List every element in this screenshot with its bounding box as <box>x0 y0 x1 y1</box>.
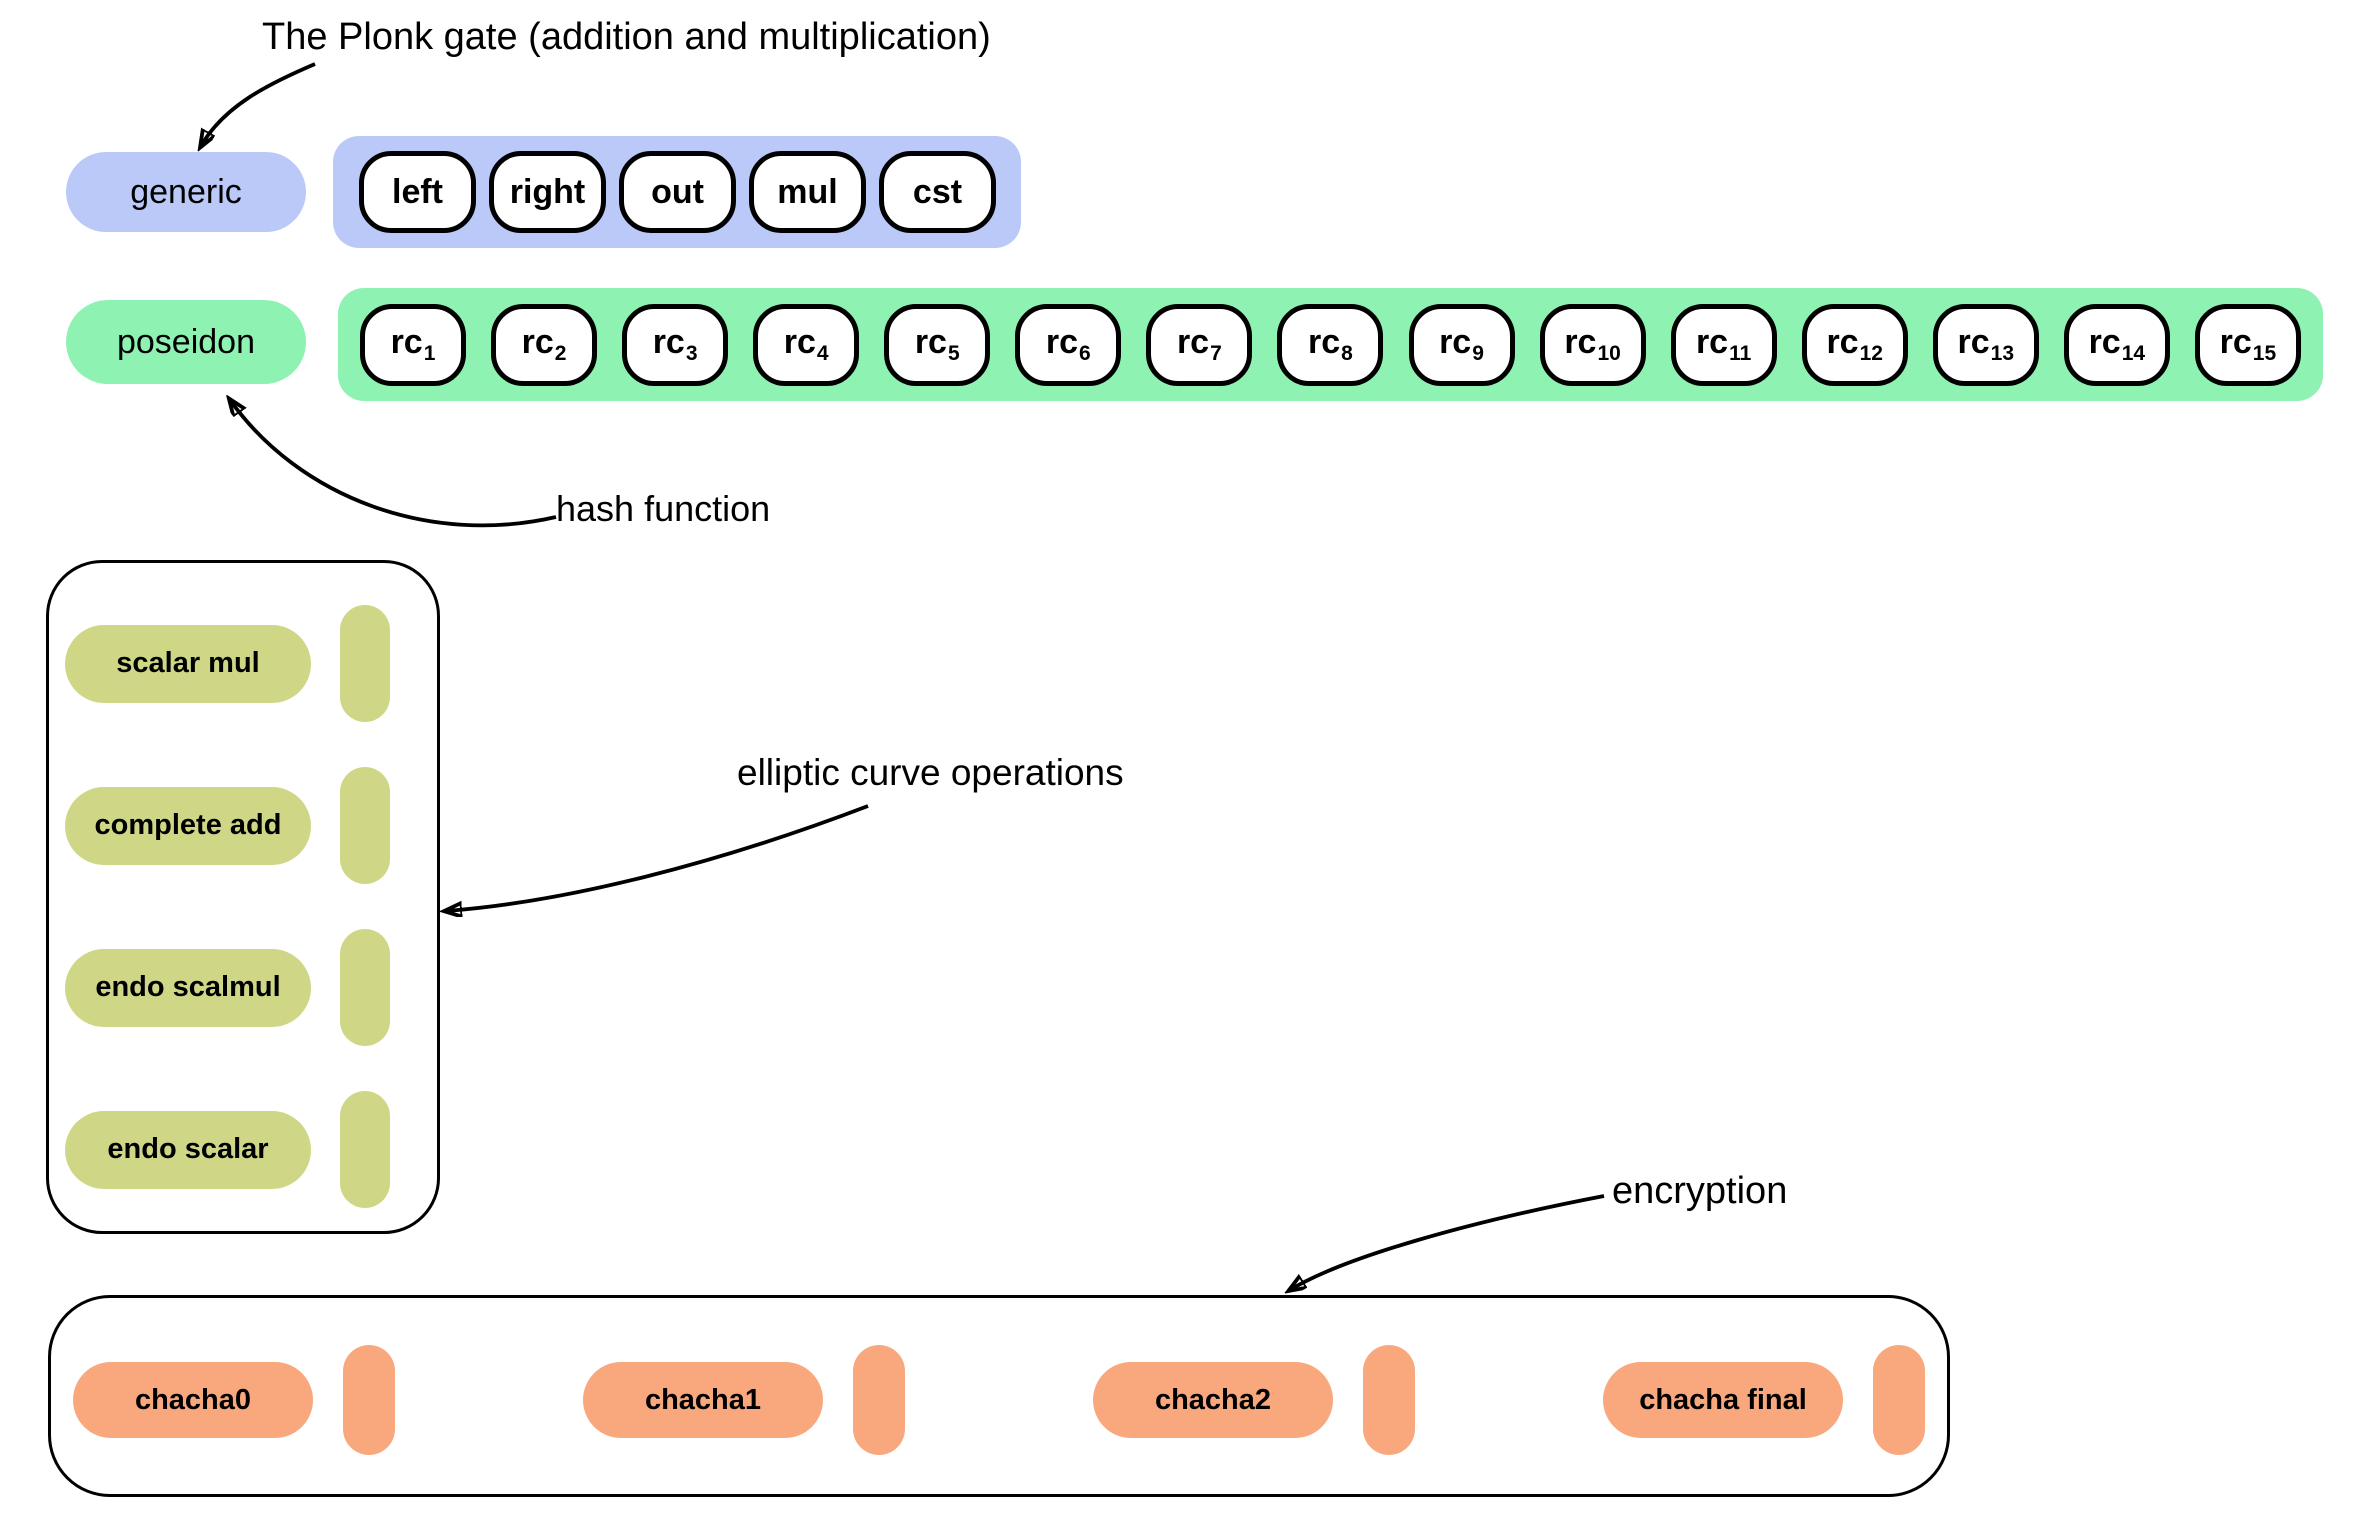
ec-gate-pill-row: endo scalmul <box>65 929 437 1046</box>
generic-cell: mul <box>749 151 866 233</box>
plonk-gate-annotation: The Plonk gate (addition and multiplicat… <box>262 16 991 58</box>
hash-function-annotation: hash function <box>556 488 771 529</box>
cell-subscript: 4 <box>816 342 829 365</box>
cell-subscript: 9 <box>1472 342 1484 365</box>
poseidon-cell: rc3 <box>622 303 729 386</box>
elliptic-curve-box: scalar mul complete add endo scalmul endo s… <box>46 560 440 1234</box>
ec-gate-pill: endo scalar <box>65 1110 311 1189</box>
generic-cell: cst <box>879 151 996 233</box>
cell-text: rc1 <box>390 323 436 365</box>
elliptic-curve-rows: scalar mul complete add endo scalmul endo s… <box>49 563 437 1208</box>
cell-text: rc9 <box>1439 323 1484 365</box>
cell-subscript: 2 <box>554 342 567 365</box>
ec-coeff-pill <box>340 1091 390 1208</box>
poseidon-cell: rc12 <box>1801 303 1908 386</box>
ec-coeff-pill <box>340 767 390 884</box>
chacha-coeff-pill <box>853 1345 905 1455</box>
arrow-to-elliptic-box <box>446 804 869 911</box>
cell-subscript: 12 <box>1859 342 1883 365</box>
generic-cell: left <box>359 151 476 233</box>
encryption-annotation: encryption <box>1612 1170 1788 1212</box>
cell-subscript: 6 <box>1079 342 1091 365</box>
ec-gate-pill-row: complete add <box>65 767 437 884</box>
cell-text: rc7 <box>1176 323 1222 365</box>
chacha-coeff-pill <box>1873 1345 1925 1455</box>
cell-text: rc5 <box>914 323 960 365</box>
cell-text: rc4 <box>783 323 829 365</box>
generic-row-label-pill: generic <box>66 152 306 232</box>
poseidon-cell: rc15 <box>2194 303 2301 386</box>
cell-text: rc15 <box>2219 323 2277 365</box>
poseidon-cell: rc11 <box>1670 303 1777 386</box>
poseidon-cell: rc10 <box>1539 303 1646 386</box>
cell-text: rc10 <box>1564 323 1621 365</box>
chacha-coeff-pill <box>1363 1345 1415 1455</box>
poseidon-cell: rc7 <box>1146 303 1253 386</box>
cell-text: left <box>392 172 443 211</box>
arrow-to-generic <box>201 62 316 146</box>
cell-text: rc11 <box>1695 323 1752 365</box>
cell-text: rc2 <box>521 323 567 365</box>
chacha-box: chacha0 chacha1 chacha2 chacha final <box>48 1295 1950 1497</box>
cell-text: rc6 <box>1045 323 1091 365</box>
cell-subscript: 5 <box>947 342 960 365</box>
elliptic-curve-annotation: elliptic curve operations <box>737 752 1124 793</box>
poseidon-row-tray: rc1 rc2 rc3 rc4 rc5 rc6 rc7 rc8 rc9 rc10 rc11 rc12 r… <box>338 288 2323 401</box>
cell-text: rc3 <box>652 323 698 365</box>
cell-subscript: 11 <box>1729 342 1752 365</box>
poseidon-cell: rc5 <box>884 303 991 386</box>
poseidon-cell: rc2 <box>491 303 598 386</box>
cell-subscript: 7 <box>1210 342 1222 365</box>
cell-text: rc14 <box>2088 323 2146 365</box>
cell-subscript: 15 <box>2252 342 2277 365</box>
generic-cell: right <box>489 151 606 233</box>
cell-text: rc13 <box>1957 323 2015 365</box>
poseidon-cell: rc4 <box>753 303 860 386</box>
generic-cell: out <box>619 151 736 233</box>
chacha-gate-pill: chacha1 <box>583 1362 823 1438</box>
cell-text: cst <box>912 172 963 211</box>
cell-subscript: 1 <box>423 342 436 365</box>
chacha-coeff-pill <box>343 1345 395 1455</box>
chacha-gate-pill-row: chacha2 <box>1093 1345 1415 1455</box>
cell-subscript: 10 <box>1597 342 1621 365</box>
ec-gate-pill: complete add <box>65 786 311 865</box>
cell-subscript: 14 <box>2121 342 2146 365</box>
ec-gate-pill-row: scalar mul <box>65 605 437 722</box>
cell-text: rc8 <box>1308 323 1353 365</box>
ec-gate-pill: endo scalmul <box>65 948 311 1027</box>
poseidon-row-label-pill: poseidon <box>66 300 306 384</box>
cell-subscript: 3 <box>685 342 698 365</box>
arrow-to-poseidon <box>230 400 557 528</box>
cell-text: rc12 <box>1826 323 1883 365</box>
cell-text: mul <box>777 172 838 211</box>
ec-coeff-pill <box>340 605 390 722</box>
poseidon-cell: rc8 <box>1277 303 1384 386</box>
cell-subscript: 8 <box>1341 342 1353 365</box>
poseidon-cell: rc6 <box>1015 303 1122 386</box>
chacha-gate-pill: chacha0 <box>73 1362 313 1438</box>
chacha-gate-pill: chacha final <box>1603 1362 1843 1438</box>
cell-text: right <box>509 172 586 211</box>
poseidon-cell: rc14 <box>2063 303 2170 386</box>
poseidon-cell: rc1 <box>360 303 466 386</box>
arrow-to-chacha-box <box>1290 1194 1605 1290</box>
chacha-groups: chacha0 chacha1 chacha2 chacha final <box>51 1298 1947 1494</box>
chacha-gate-pill-row: chacha0 <box>73 1345 395 1455</box>
chacha-gate-pill-row: chacha1 <box>583 1345 905 1455</box>
ec-gate-pill: scalar mul <box>65 624 311 703</box>
poseidon-cell: rc13 <box>1932 303 2039 386</box>
generic-row-tray: left right out mul cst <box>333 136 1021 248</box>
chacha-gate-pill: chacha2 <box>1093 1362 1333 1438</box>
cell-text: out <box>651 172 704 211</box>
cell-subscript: 13 <box>1990 342 2014 365</box>
chacha-gate-pill-row: chacha final <box>1603 1345 1925 1455</box>
poseidon-cell: rc9 <box>1408 303 1515 386</box>
ec-coeff-pill <box>340 929 390 1046</box>
ec-gate-pill-row: endo scalar <box>65 1091 437 1208</box>
